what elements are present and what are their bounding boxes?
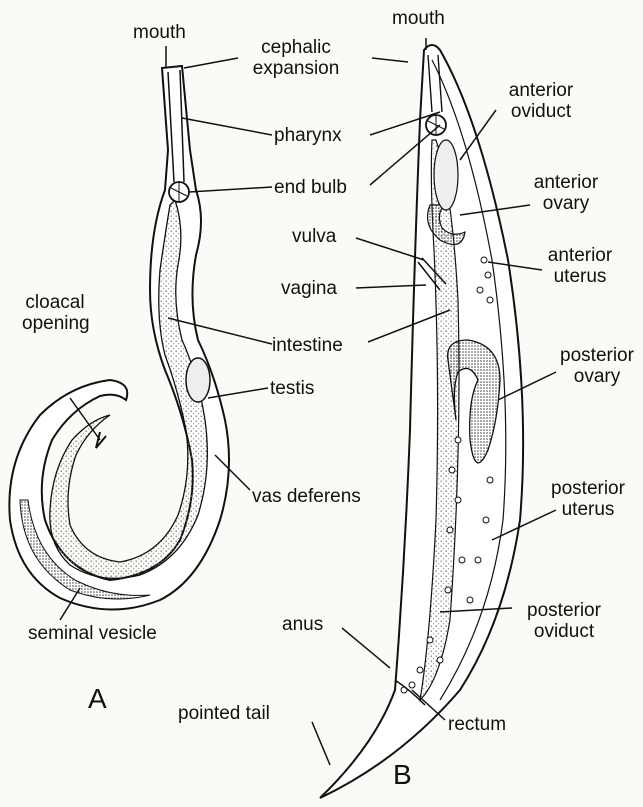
- label-posterior-oviduct: posterior oviduct: [508, 600, 620, 642]
- label-posterior-uterus: posterior uterus: [536, 478, 640, 520]
- label-testis: testis: [270, 378, 314, 399]
- male-worm-a: [9, 66, 229, 610]
- label-pointed-tail: pointed tail: [178, 703, 270, 724]
- label-anterior-oviduct: anterior oviduct: [494, 80, 588, 122]
- label-vas-deferens: vas deferens: [252, 486, 361, 507]
- label-pharynx: pharynx: [274, 125, 342, 146]
- label-rectum: rectum: [448, 714, 506, 735]
- figure-label-b: B: [393, 760, 412, 790]
- label-end-bulb: end bulb: [274, 177, 347, 198]
- label-anus: anus: [282, 614, 323, 635]
- label-cloacal-opening: cloacal opening: [22, 292, 88, 334]
- label-mouth-b: mouth: [392, 8, 445, 29]
- female-anterior-oviduct: [434, 140, 458, 210]
- label-seminal-vesicle: seminal vesicle: [28, 623, 157, 644]
- label-anterior-uterus: anterior uterus: [536, 245, 624, 287]
- label-vulva: vulva: [292, 226, 336, 247]
- label-cephalic-expansion: cephalic expansion: [240, 37, 352, 79]
- label-mouth-a: mouth: [133, 22, 186, 43]
- male-cloacal-tip: [96, 432, 106, 448]
- label-intestine: intestine: [272, 335, 343, 356]
- figure-label-a: A: [88, 684, 107, 714]
- female-worm-b: [320, 45, 523, 798]
- label-anterior-ovary: anterior ovary: [526, 172, 606, 214]
- label-vagina: vagina: [281, 278, 337, 299]
- male-body-outline: [9, 66, 229, 610]
- label-posterior-ovary: posterior ovary: [552, 345, 642, 387]
- male-testis: [186, 358, 210, 402]
